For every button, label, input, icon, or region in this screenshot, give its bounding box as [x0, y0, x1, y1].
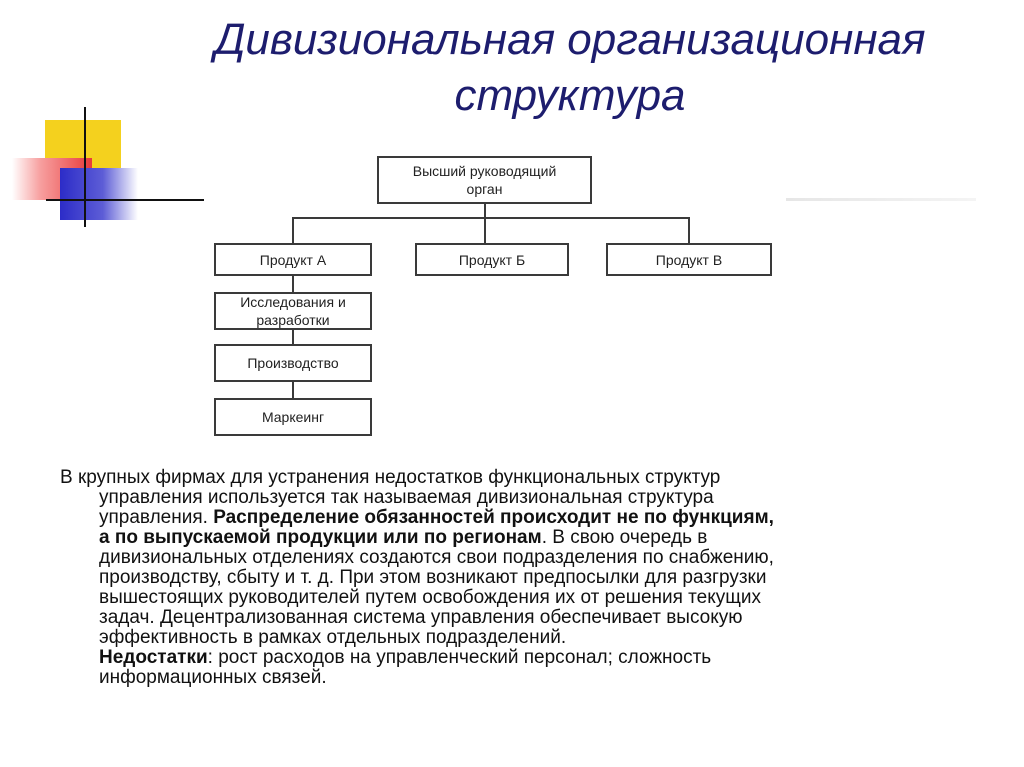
chart-box-top-management: Высший руководящий орган — [377, 156, 592, 204]
body-text-plain: . В свою очередь в — [541, 527, 708, 548]
connector — [292, 330, 294, 344]
chart-box-product-a: Продукт А — [214, 243, 372, 276]
chart-box-product-v: Продукт В — [606, 243, 772, 276]
connector — [292, 217, 294, 243]
body-text-plain: управления. — [99, 507, 214, 528]
body-line: эффективность в рамках отдельных подразд… — [99, 627, 567, 648]
body-line: В крупных фирмах для устранения недостат… — [60, 467, 721, 488]
decorative-faint-line — [786, 198, 976, 201]
decorative-horizontal-line — [46, 199, 204, 201]
chart-box-label: Продукт Б — [458, 251, 526, 268]
decorative-blue-square — [60, 168, 138, 220]
chart-box-label: Исследования и разработки — [240, 294, 346, 328]
connector — [688, 217, 690, 243]
chart-box-research: Исследования и разработки — [214, 292, 372, 330]
chart-box-label: Производство — [247, 355, 339, 371]
body-line: информационных связей. — [99, 667, 327, 688]
connector — [292, 276, 294, 292]
body-line: а по выпускаемой продукции или по регион… — [60, 528, 960, 548]
cons-label: Недостатки — [99, 647, 208, 668]
body-text-bold: Распределение обязанностей происходит не… — [213, 507, 774, 528]
connector — [292, 382, 294, 398]
chart-box-production: Производство — [214, 344, 372, 382]
chart-box-label: Продукт В — [655, 251, 723, 268]
chart-box-marketing: Маркеинг — [214, 398, 372, 436]
cons-text: : рост расходов на управленческий персон… — [207, 647, 712, 668]
body-text: В крупных фирмах для устранения недостат… — [60, 468, 960, 688]
chart-box-label: Продукт А — [259, 251, 327, 268]
connector — [484, 204, 486, 218]
title-line-1: Дивизиональная организационная — [214, 15, 926, 64]
body-line: вышестоящих руководителей путем освобожд… — [99, 587, 762, 608]
title-line-2: структура — [454, 71, 686, 120]
body-line: управления используется так называемая д… — [99, 487, 714, 508]
chart-box-label: Высший руководящий орган — [412, 163, 557, 197]
slide-title: Дивизиональная организационная структура — [160, 12, 980, 124]
body-line: управления. Распределение обязанностей п… — [60, 508, 960, 528]
decorative-vertical-line — [84, 107, 86, 227]
body-line: дивизиональных отделениях создаются свои… — [99, 547, 774, 568]
chart-box-label: Маркеинг — [261, 409, 325, 425]
body-line: производству, сбыту и т. д. При этом воз… — [99, 567, 767, 588]
connector — [484, 217, 486, 243]
connector — [292, 217, 690, 219]
body-line: задач. Децентрализованная система управл… — [99, 607, 743, 628]
body-line: Недостатки: рост расходов на управленчес… — [60, 648, 960, 668]
body-text-bold: а по выпускаемой продукции или по регион… — [99, 527, 542, 548]
chart-box-product-b: Продукт Б — [415, 243, 569, 276]
